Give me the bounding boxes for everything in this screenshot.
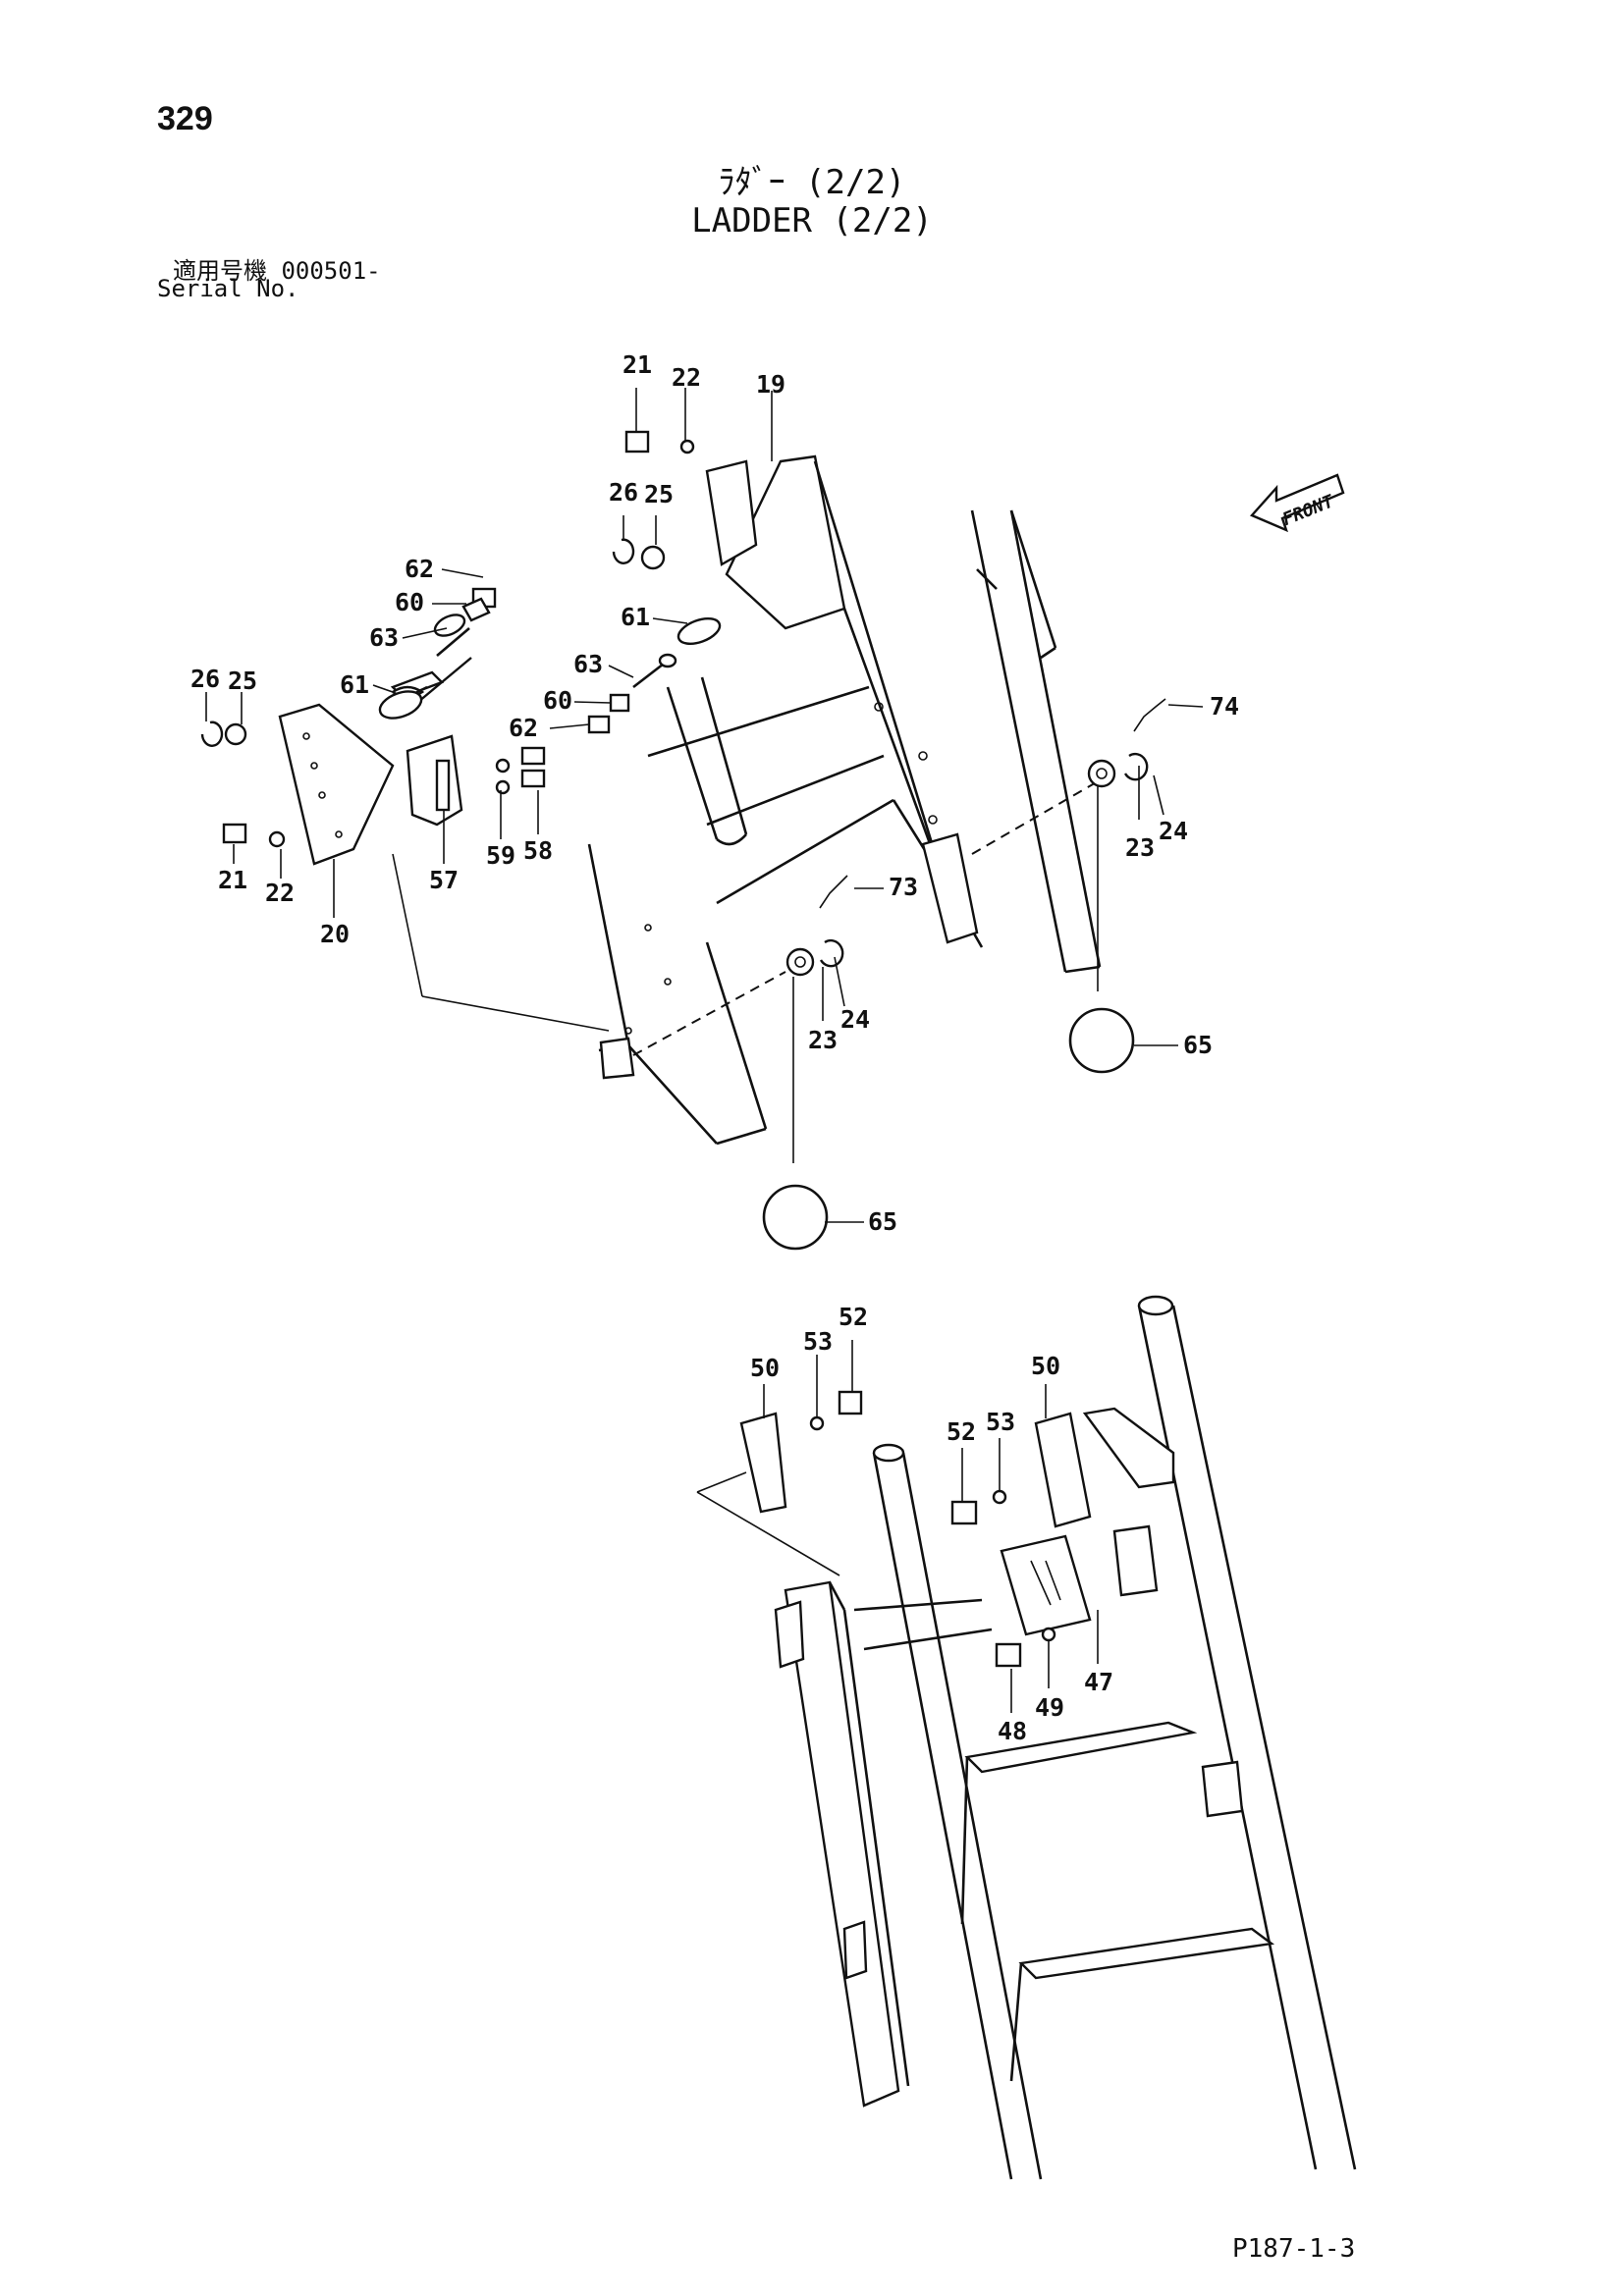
callout-26: 26 <box>190 665 220 693</box>
front-direction-arrow: FRONT <box>1249 473 1345 533</box>
callout-47: 47 <box>1084 1668 1113 1696</box>
callout-24: 24 <box>1159 817 1188 845</box>
callout-52: 52 <box>839 1303 868 1331</box>
callout-53: 53 <box>986 1408 1015 1436</box>
callout-leader-lines <box>205 388 1204 1713</box>
callout-48: 48 <box>998 1717 1027 1745</box>
callout-62: 62 <box>405 555 434 583</box>
callout-19: 19 <box>756 370 785 399</box>
callout-25: 25 <box>644 480 674 508</box>
serial-number-label: Serial No. <box>157 275 299 302</box>
callout-49: 49 <box>1035 1693 1064 1722</box>
callout-59: 59 <box>486 841 515 870</box>
callout-52: 52 <box>947 1417 976 1446</box>
callout-24: 24 <box>840 1005 870 1034</box>
lower-ladder-assembly <box>696 1295 1357 2180</box>
callout-50: 50 <box>750 1354 780 1382</box>
page-title-japanese: ﾗﾀﾞｰ (2/2) <box>718 163 906 202</box>
callout-60: 60 <box>543 686 572 715</box>
callout-57: 57 <box>429 866 459 894</box>
left-bracket-assembly <box>200 587 546 866</box>
page-number: 329 <box>157 100 213 137</box>
callout-20: 20 <box>320 920 350 948</box>
callout-65: 65 <box>868 1207 897 1236</box>
callout-23: 23 <box>808 1026 838 1054</box>
callout-65: 65 <box>1183 1031 1213 1059</box>
callout-23: 23 <box>1125 833 1155 862</box>
upper-ladder-assembly <box>392 454 1102 1146</box>
serial-number-label-japanese: 適用号機 000501- <box>173 257 381 285</box>
callout-21: 21 <box>623 350 652 379</box>
callout-22: 22 <box>265 879 295 907</box>
callout-60: 60 <box>395 588 424 616</box>
page-title: LADDER (2/2) <box>691 201 933 240</box>
callout-25: 25 <box>228 667 257 695</box>
callout-63: 63 <box>573 650 603 678</box>
callout-63: 63 <box>369 623 399 652</box>
callout-74: 74 <box>1210 692 1239 721</box>
callout-22: 22 <box>672 363 701 392</box>
callout-62: 62 <box>509 714 538 742</box>
callout-58: 58 <box>523 836 553 865</box>
pin-and-chain-assemblies <box>762 698 1166 1251</box>
upper-fasteners <box>587 430 722 734</box>
drawing-code: P187-1-3 <box>1232 2234 1356 2264</box>
callout-numbers: 21 22 19 26 25 62 60 63 61 26 25 61 63 6… <box>190 350 1239 1745</box>
callout-53: 53 <box>803 1327 833 1356</box>
callout-21: 21 <box>218 866 247 894</box>
callout-73: 73 <box>889 873 918 901</box>
callout-26: 26 <box>609 478 638 507</box>
callout-50: 50 <box>1031 1352 1060 1380</box>
callout-61: 61 <box>340 670 369 699</box>
callout-61: 61 <box>621 603 650 631</box>
